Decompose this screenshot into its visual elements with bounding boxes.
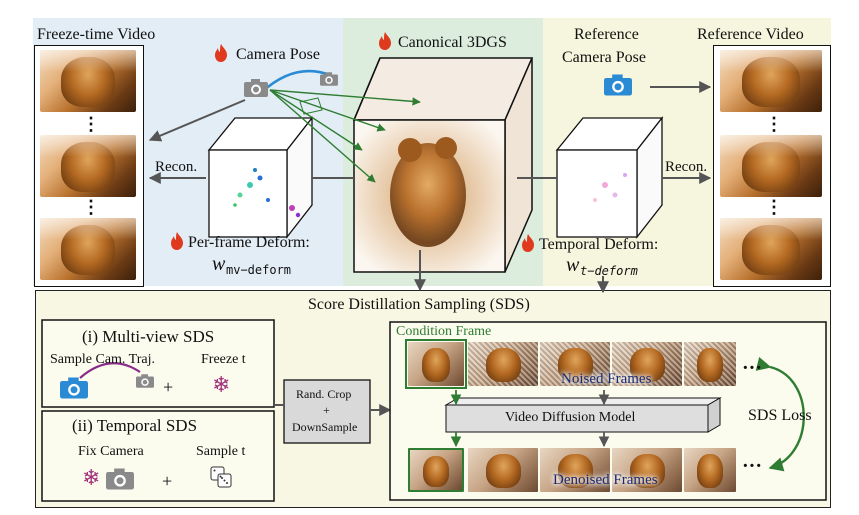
denoised-frame-2 (540, 448, 610, 492)
noised-frame-3 (612, 342, 682, 386)
denoised-frame-1 (468, 448, 538, 492)
noised-frames-label: Noised Frames (561, 371, 652, 387)
reference-camera-label-2: Camera Pose (562, 49, 646, 66)
reference-frame-2 (720, 135, 822, 197)
freeze-t-label: Freeze t (201, 352, 246, 367)
rand-crop-label-1: Rand. Crop (296, 387, 352, 401)
camera-trajectory (261, 69, 331, 93)
dice-icon (210, 466, 232, 488)
vdm-label: Video Diffusion Model (505, 410, 636, 425)
camera-rays (269, 89, 421, 183)
reference-frame-3 (720, 218, 822, 280)
canonical-label: Canonical 3DGS (398, 34, 507, 51)
freeze-frame-3 (40, 218, 136, 280)
w-mv-subscript: mv−deform (226, 263, 292, 277)
reference-video-title: Reference Video (697, 26, 804, 43)
recon-right-label: Recon. (665, 159, 708, 175)
sample-cam-label: Sample Cam. Traj. (50, 352, 156, 367)
flame-icon (214, 44, 228, 62)
rand-crop-label-2: + (323, 403, 330, 417)
sample-t-label: Sample t (196, 444, 246, 459)
camera-icon (136, 374, 154, 388)
plus-sign-mv: + (163, 377, 174, 397)
denoised-frames-label: Denoised Frames (553, 472, 658, 488)
freeze-frame-1 (40, 50, 136, 112)
condition-frame-border (405, 339, 467, 389)
vdm-box (445, 404, 709, 433)
per-frame-deform-label: Per-frame Deform: (188, 234, 310, 251)
denoised-frame-3 (612, 448, 682, 492)
camera-icon (106, 468, 134, 490)
per-frame-deform-cube (207, 116, 314, 239)
w-mv-symbol: w (212, 253, 226, 275)
fix-camera-label: Fix Camera (78, 444, 144, 459)
temporal-sds-box (41, 410, 275, 502)
camera-to-freeze-arrow (148, 99, 246, 142)
camera-icon (244, 79, 268, 97)
rand-crop-box (283, 379, 371, 444)
flame-icon (170, 232, 184, 250)
noised-frame-4 (684, 342, 736, 386)
w-t-subscript: t−deform (580, 264, 638, 278)
snowflake-icon: ❄ (212, 372, 231, 397)
condition-frame-label: Condition Frame (396, 324, 492, 339)
flame-icon (521, 234, 535, 252)
camera-icon (320, 72, 338, 86)
canonical-cube (352, 57, 534, 273)
reference-ellipsis-1: ⋮ (765, 114, 783, 134)
camera-icon (60, 377, 88, 399)
sds-loss-arrow (755, 356, 805, 472)
camera-pose-label: Camera Pose (236, 46, 320, 63)
temporal-sds-title: (ii) Temporal SDS (72, 416, 198, 435)
recon-left-label: Recon. (155, 159, 198, 175)
noised-ellipsis: ··· (742, 357, 763, 379)
camera-icon (604, 74, 632, 96)
multiview-sds-title: (i) Multi-view SDS (82, 327, 215, 346)
sample-cam-trajectory (79, 362, 141, 379)
denoised-frame-4 (684, 448, 736, 492)
denoised-ellipsis: ··· (742, 455, 763, 477)
rand-crop-label-3: DownSample (292, 420, 358, 434)
freeze-ellipsis-1: ⋮ (82, 114, 100, 134)
freeze-video-title: Freeze-time Video (37, 26, 156, 43)
reference-camera-label-1: Reference (574, 26, 639, 43)
sds-title: Score Distillation Sampling (SDS) (308, 296, 530, 313)
denoised-frame-cond (408, 448, 464, 492)
reference-frame-1 (720, 50, 822, 112)
freeze-frame-2 (40, 135, 136, 197)
noised-frame-2 (540, 342, 610, 386)
plus-sign-temp: + (162, 471, 173, 491)
noised-frame-1 (468, 342, 538, 386)
sds-loss-label: SDS Loss (748, 407, 812, 424)
flame-icon (378, 32, 392, 50)
temporal-deform-label: Temporal Deform: (539, 236, 659, 253)
snowflake-icon: ❄ (82, 465, 101, 490)
condition-frame-image (408, 342, 464, 386)
w-t-symbol: w (566, 254, 580, 276)
temporal-deform-cube (555, 116, 664, 239)
reference-ellipsis-2: ⋮ (765, 197, 783, 217)
freeze-ellipsis-2: ⋮ (82, 197, 100, 217)
